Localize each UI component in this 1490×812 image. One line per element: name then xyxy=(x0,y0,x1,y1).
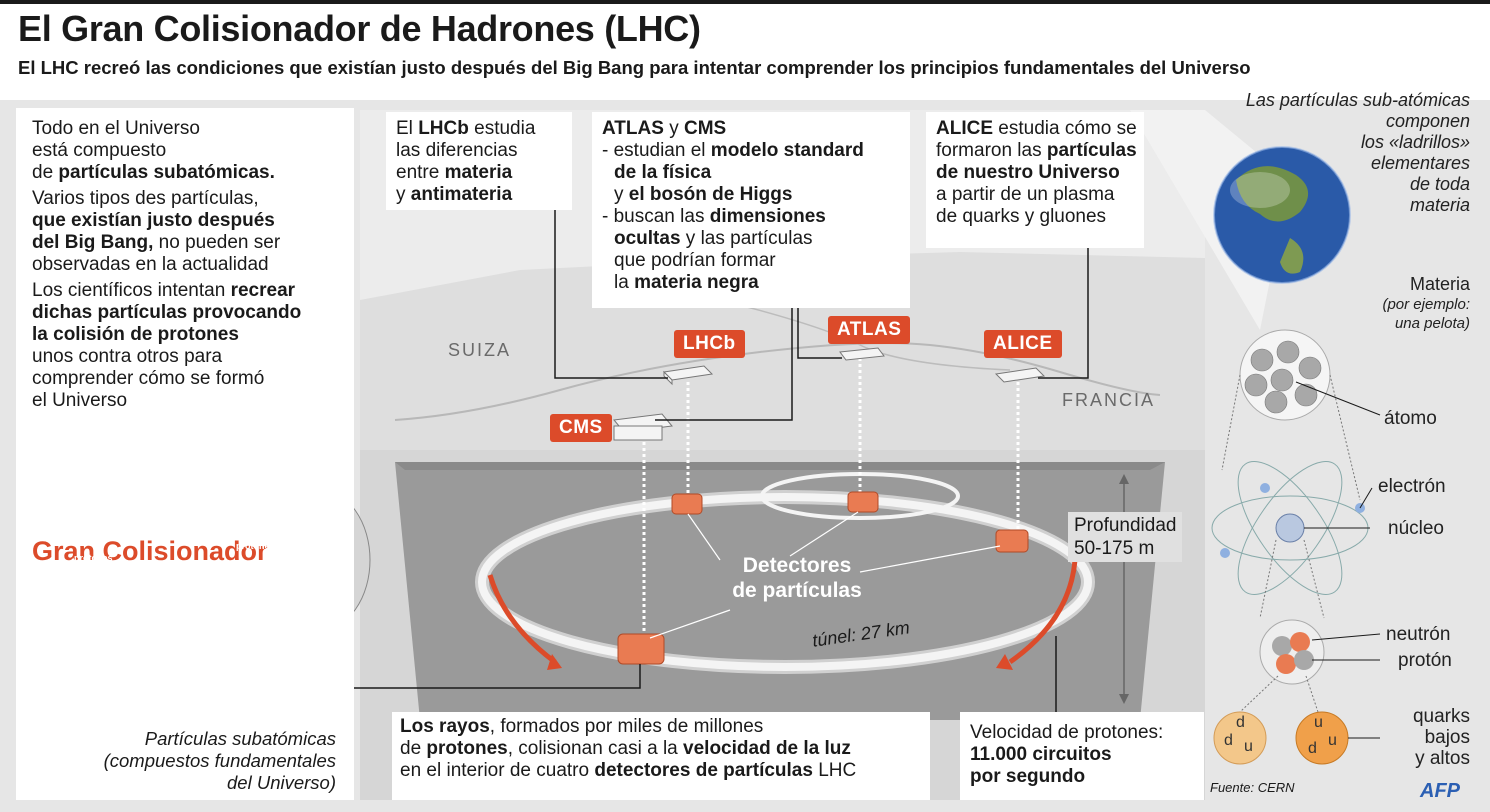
alice-callout: ALICE estudia cómo se formaron las partí… xyxy=(926,112,1144,248)
depth-label: Profundidad 50-175 m xyxy=(1068,512,1183,562)
quarks-label: quarks bajos y altos xyxy=(1412,706,1470,769)
electron-label: electrón xyxy=(1378,476,1446,497)
intro-line: está compuesto xyxy=(32,140,167,161)
intro-line: de partículas subatómicas. xyxy=(32,162,275,183)
proton-beam-label-right: protones xyxy=(236,541,275,551)
intro-line: la colisión de protones xyxy=(32,324,239,345)
country-label-suiza: SUIZA xyxy=(448,340,512,360)
lhcb-callout: El LHCb estudia las diferencias entre ma… xyxy=(386,112,572,210)
intro-line: Varios tipos des partículas, xyxy=(32,188,259,209)
intro-line: comprender cómo se formó xyxy=(32,368,265,389)
intro-line: del Big Bang, no pueden ser xyxy=(32,232,281,253)
particles-caption: Partículas subatómicas (compuestos funda… xyxy=(103,728,336,793)
header: El Gran Colisionador de Hadrones (LHC) E… xyxy=(0,0,1490,100)
intro-line: observadas en la actualidad xyxy=(32,254,269,275)
intro-line: que existían justo después xyxy=(32,210,275,231)
intro-line: Los científicos intentan recrear xyxy=(32,280,296,301)
quark-label: d xyxy=(1308,740,1317,757)
proton-beam-label-left: protones xyxy=(74,553,113,563)
page-subtitle: El LHC recreó las condiciones que existí… xyxy=(18,57,1251,78)
proton-label: protón xyxy=(1398,650,1452,671)
intro-line: dichas partículas provocando xyxy=(32,302,302,323)
afp-logo: AFP xyxy=(1420,780,1460,802)
collider-heading: Gran Colisionador xyxy=(32,536,268,566)
country-label-francia: FRANCIA xyxy=(1062,390,1156,410)
detectores-label: Detectores de partículas xyxy=(732,554,862,602)
neutron-label: neutrón xyxy=(1386,624,1451,645)
speed-callout: Velocidad de protones: 11.000 circuitos … xyxy=(960,712,1204,800)
top-rule xyxy=(0,0,1490,4)
quark-label: d xyxy=(1236,714,1245,731)
beams-callout: Los rayos, formados por miles de millone… xyxy=(392,712,930,800)
intro-line: el Universo xyxy=(32,390,128,411)
tag-lhcb: LHCb xyxy=(674,330,745,358)
materia-label: Materia (por ejemplo: una pelota) xyxy=(1382,274,1470,332)
quark-label: d xyxy=(1224,732,1233,749)
intro-line: unos contra otros para xyxy=(32,346,223,367)
subatomic-intro: Las partículas sub-atómicas componen los… xyxy=(1245,90,1470,215)
intro-panel: Todo en el Universo está compuesto de pa… xyxy=(16,108,354,800)
intro-text: Todo en el Universo está compuesto de pa… xyxy=(32,118,352,412)
intro-line: Todo en el Universo xyxy=(32,118,200,139)
quark-label: u xyxy=(1328,732,1337,749)
tag-cms: CMS xyxy=(550,414,612,442)
quark-label: u xyxy=(1314,714,1323,731)
page-title: El Gran Colisionador de Hadrones (LHC) xyxy=(18,8,701,49)
atlas-cms-callout: ATLAS y CMS - estudian el modelo standar… xyxy=(592,112,910,308)
atom-label: átomo xyxy=(1384,408,1437,429)
tag-alice: ALICE xyxy=(984,330,1062,358)
quark-label: u xyxy=(1244,738,1253,755)
nucleus-label: núcleo xyxy=(1388,518,1444,539)
tag-atlas: ATLAS xyxy=(828,316,911,344)
source-credit: Fuente: CERN xyxy=(1210,780,1295,795)
